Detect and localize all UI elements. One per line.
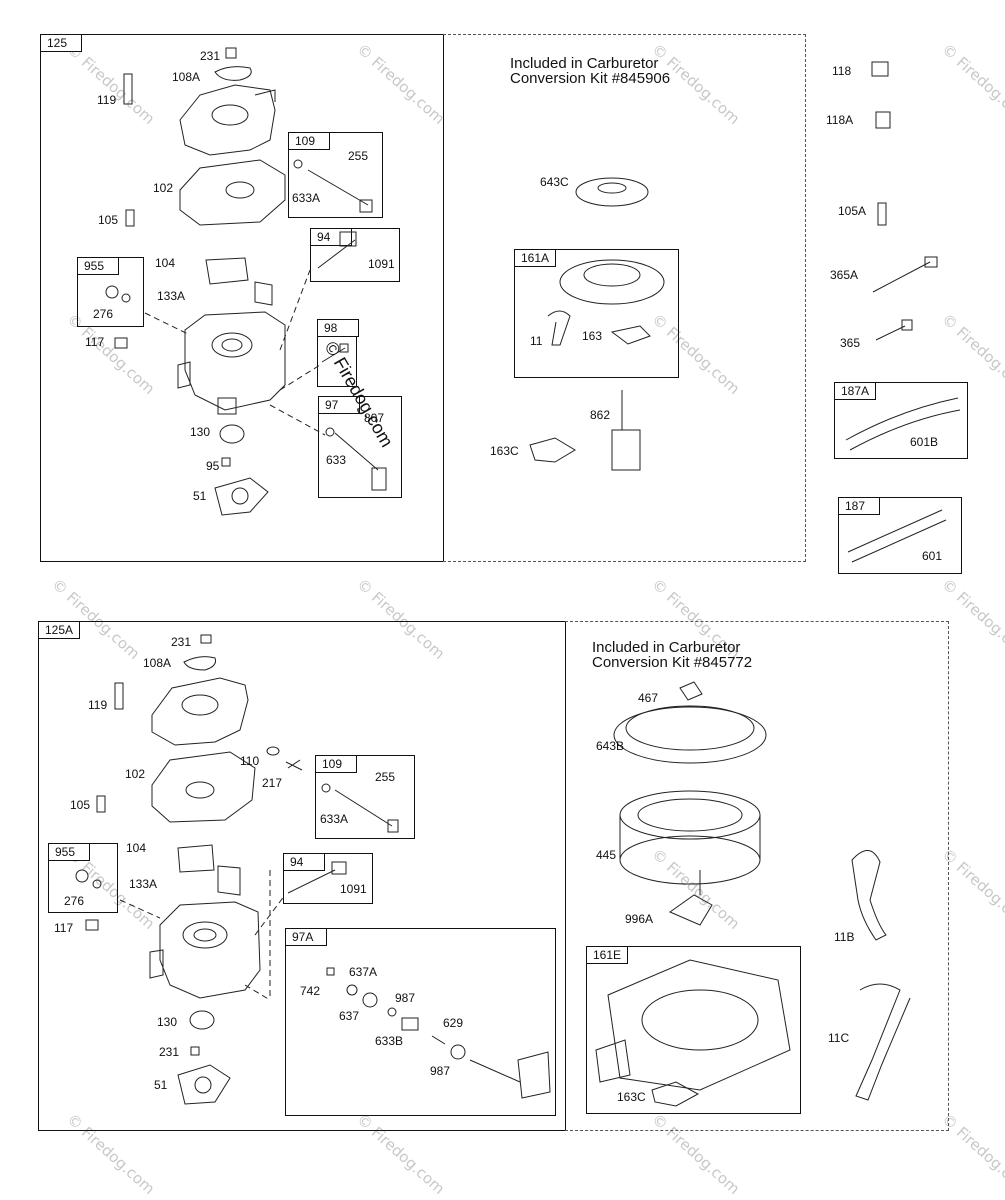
part-label: 118 — [832, 64, 852, 78]
part-label: 365 — [840, 336, 861, 350]
part-label: 1091 — [340, 882, 367, 896]
part-label: 637 — [339, 1009, 360, 1023]
box-98: 98 — [317, 319, 359, 387]
box-109: 109 — [315, 755, 415, 839]
part-label: 231 — [171, 635, 192, 649]
part-label: 996A — [625, 912, 654, 926]
part-label: 95 — [206, 459, 220, 473]
part-label: 231 — [200, 49, 221, 63]
assembly-tag: 125A — [38, 621, 81, 639]
part-label: 987 — [430, 1064, 451, 1078]
box-187a: 187A — [834, 382, 968, 459]
box-tag: 955 — [48, 843, 90, 861]
box-94: 94 — [283, 853, 373, 904]
part-label: 217 — [262, 776, 283, 790]
part-label: 163 — [582, 329, 603, 343]
part-label: 119 — [88, 698, 108, 712]
kit-title-line2: Conversion Kit #845772 — [592, 654, 753, 671]
assembly-frame-125: 125 — [40, 34, 444, 562]
part-label: 11 — [530, 334, 543, 348]
part-label: 365A — [830, 268, 859, 282]
part-label: 629 — [443, 1016, 464, 1030]
part-label: 807 — [364, 411, 385, 425]
part-label: 987 — [395, 991, 416, 1005]
part-label: 117 — [85, 335, 105, 349]
assembly-tag: 125 — [40, 34, 82, 52]
part-label: 643C — [540, 175, 569, 189]
box-955: 955 — [77, 257, 144, 327]
box-tag: 97A — [285, 928, 327, 946]
box-tag: 98 — [317, 319, 359, 337]
kit-title-line1: Included in Carburetor — [592, 639, 741, 656]
box-187: 187 — [838, 497, 962, 574]
part-label: 105 — [70, 798, 91, 812]
box-161e: 161E — [586, 946, 801, 1114]
part-label: 601 — [922, 549, 943, 563]
part-label: 633A — [320, 812, 349, 826]
part-label: 255 — [348, 149, 369, 163]
box-955: 955 — [48, 843, 118, 913]
box-tag: 187A — [834, 382, 877, 400]
part-label: 117 — [54, 921, 74, 935]
part-label: 862 — [590, 408, 611, 422]
assembly-frame-125a: 125A — [38, 621, 566, 1131]
box-97a: 97A — [285, 928, 556, 1116]
kit-title-line2: Conversion Kit #845906 — [510, 70, 671, 87]
box-161a: 161A — [514, 249, 679, 378]
part-label: 102 — [153, 181, 174, 195]
part-label: 637A — [349, 965, 378, 979]
part-label: 163C — [617, 1090, 646, 1104]
part-label: 104 — [126, 841, 147, 855]
part-label: 467 — [638, 691, 659, 705]
part-label: 276 — [93, 307, 114, 321]
part-label: 643B — [596, 739, 625, 753]
kit-845906-frame — [443, 34, 806, 562]
kit-845772-frame — [565, 621, 949, 1131]
part-label: 1091 — [368, 257, 395, 271]
part-label: 633A — [292, 191, 321, 205]
part-label: 108A — [143, 656, 172, 670]
box-tag: 161E — [586, 946, 629, 964]
part-label: 105A — [838, 204, 867, 218]
box-tag: 109 — [315, 755, 357, 773]
part-label: 133A — [157, 289, 186, 303]
part-label: 255 — [375, 770, 396, 784]
part-label: 163C — [490, 444, 519, 458]
box-tag: 955 — [77, 257, 119, 275]
part-label: 118A — [826, 113, 854, 127]
part-label: 104 — [155, 256, 176, 270]
part-label: 742 — [300, 984, 321, 998]
part-label: 11B — [834, 930, 855, 944]
box-tag: 97 — [318, 396, 360, 414]
part-label: 601B — [910, 435, 939, 449]
part-label: 119 — [97, 93, 117, 107]
part-label: 110 — [240, 754, 260, 768]
box-tag: 161A — [514, 249, 557, 267]
box-tag: 109 — [288, 132, 330, 150]
part-label: 105 — [98, 213, 119, 227]
box-94: 94 — [310, 228, 400, 282]
part-label: 276 — [64, 894, 85, 908]
part-label: 130 — [190, 425, 211, 439]
part-label: 51 — [193, 489, 207, 503]
box-tag: 187 — [838, 497, 880, 515]
part-label: 11C — [828, 1031, 850, 1045]
box-97: 97 — [318, 396, 402, 498]
part-label: 633B — [375, 1034, 404, 1048]
part-label: 633 — [326, 453, 347, 467]
part-label: 231 — [159, 1045, 180, 1059]
part-label: 130 — [157, 1015, 178, 1029]
part-label: 51 — [154, 1078, 168, 1092]
box-109: 109 — [288, 132, 383, 218]
part-label: 445 — [596, 848, 617, 862]
kit-title-line1: Included in Carburetor — [510, 55, 659, 72]
part-label: 102 — [125, 767, 146, 781]
part-label: 133A — [129, 877, 158, 891]
part-label: 108A — [172, 70, 201, 84]
box-tag: 94 — [283, 853, 325, 871]
